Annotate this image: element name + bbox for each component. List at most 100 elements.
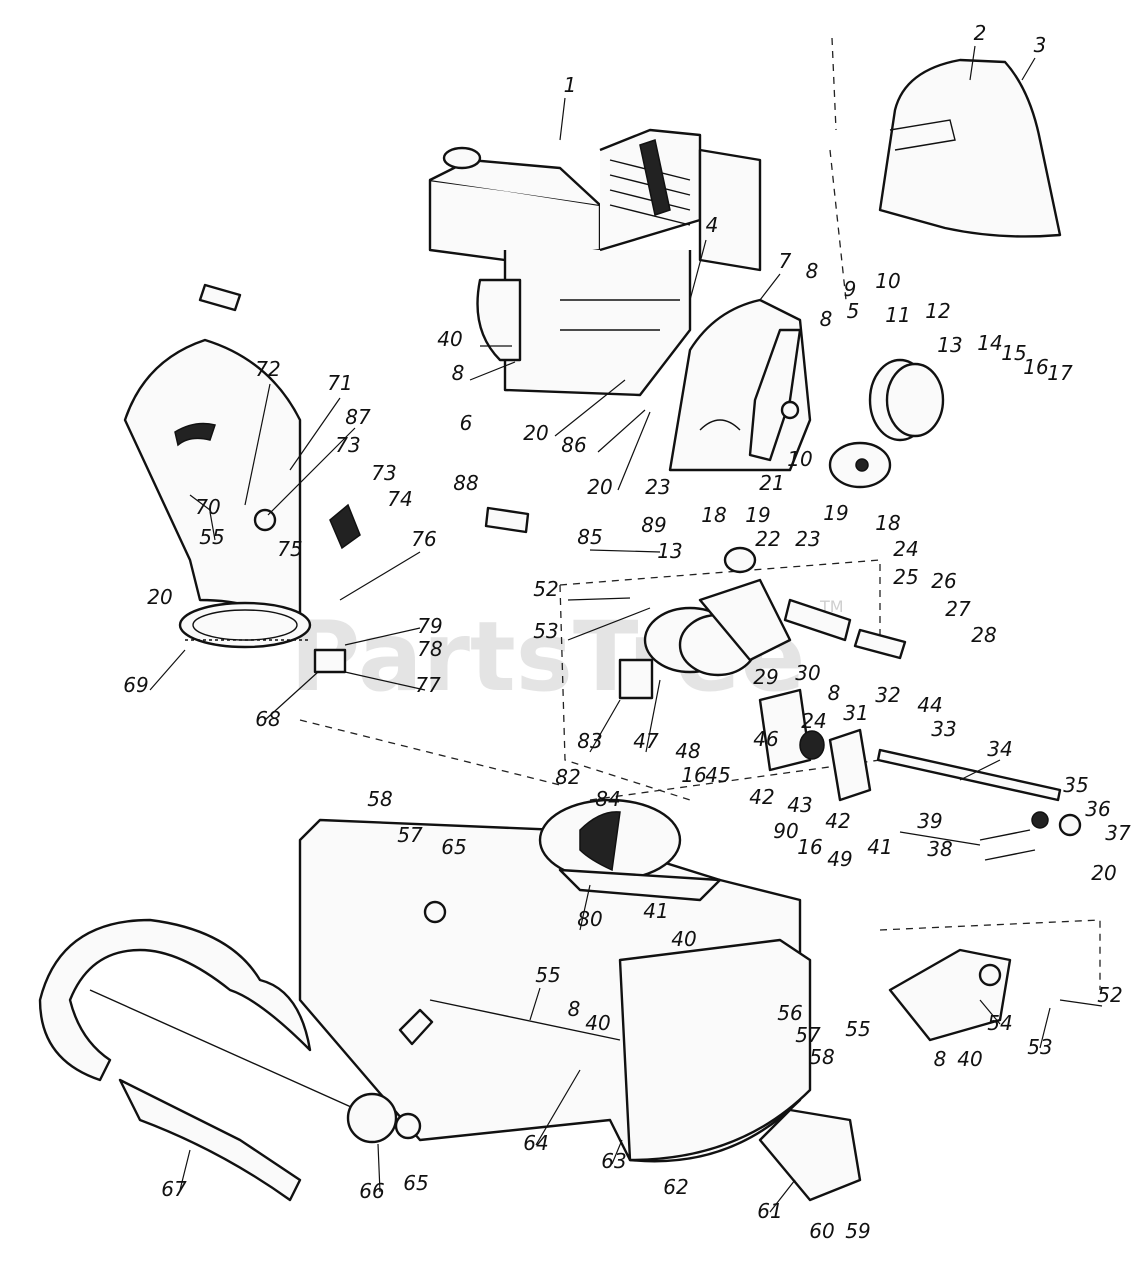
callout-76: 76 — [411, 527, 436, 551]
callout-37: 37 — [1105, 821, 1131, 845]
auger-housing — [298, 798, 812, 1163]
callout-49: 49 — [827, 847, 852, 871]
callout-18: 18 — [875, 511, 900, 535]
callout-8: 8 — [828, 681, 841, 705]
callout-8: 8 — [806, 259, 819, 283]
callout-10: 10 — [875, 269, 900, 293]
callout-86: 86 — [561, 433, 586, 457]
callout-68: 68 — [255, 707, 280, 731]
callout-71: 71 — [327, 371, 352, 395]
callout-59: 59 — [845, 1219, 870, 1243]
callout-30: 30 — [795, 661, 820, 685]
callout-40: 40 — [671, 927, 696, 951]
callout-53: 53 — [1027, 1035, 1052, 1059]
callout-20: 20 — [523, 421, 548, 445]
callout-53: 53 — [533, 619, 558, 643]
callout-8: 8 — [820, 307, 833, 331]
assembly-guide-lines — [299, 37, 1101, 990]
callout-56: 56 — [777, 1001, 802, 1025]
callout-39: 39 — [917, 809, 942, 833]
callout-8: 8 — [452, 361, 465, 385]
callout-2: 2 — [974, 21, 987, 45]
callout-58: 58 — [809, 1045, 834, 1069]
callout-55: 55 — [845, 1017, 870, 1041]
callout-47: 47 — [633, 729, 659, 753]
callout-85: 85 — [577, 525, 602, 549]
callout-26: 26 — [931, 569, 956, 593]
callout-73: 73 — [335, 433, 360, 457]
callout-8: 8 — [568, 997, 581, 1021]
skid-shoe — [758, 1108, 862, 1202]
callout-23: 23 — [795, 527, 820, 551]
callout-83: 83 — [577, 729, 602, 753]
callout-24: 24 — [893, 537, 918, 561]
callout-6: 6 — [460, 411, 473, 435]
callout-82: 82 — [555, 765, 580, 789]
callout-8: 8 — [934, 1047, 947, 1071]
callout-44: 44 — [917, 693, 942, 717]
callout-18: 18 — [701, 503, 726, 527]
callout-20: 20 — [587, 475, 612, 499]
callout-84: 84 — [595, 787, 620, 811]
callout-43: 43 — [787, 793, 812, 817]
callout-58: 58 — [367, 787, 392, 811]
callout-13: 13 — [937, 333, 962, 357]
callout-4: 4 — [706, 213, 719, 237]
callout-34: 34 — [987, 737, 1012, 761]
callout-42: 42 — [749, 785, 774, 809]
callout-40: 40 — [957, 1047, 982, 1071]
callout-22: 22 — [755, 527, 780, 551]
callout-62: 62 — [663, 1175, 688, 1199]
callout-72: 72 — [255, 357, 280, 381]
callout-19: 19 — [745, 503, 770, 527]
callout-33: 33 — [931, 717, 956, 741]
chute-crank-parts — [253, 503, 421, 674]
callout-27: 27 — [945, 597, 971, 621]
callout-54: 54 — [987, 1011, 1012, 1035]
callout-67: 67 — [161, 1177, 187, 1201]
callout-12: 12 — [925, 299, 950, 323]
callout-5: 5 — [847, 299, 860, 323]
callout-24: 24 — [801, 709, 826, 733]
callout-42: 42 — [825, 809, 850, 833]
discharge-chute — [123, 283, 312, 649]
callout-41: 41 — [867, 835, 892, 859]
callout-77: 77 — [415, 673, 441, 697]
callout-17: 17 — [1047, 361, 1073, 385]
callout-25: 25 — [893, 565, 918, 589]
mounting-strap — [484, 506, 530, 534]
callout-65: 65 — [403, 1171, 428, 1195]
callout-16: 16 — [797, 835, 822, 859]
callout-87: 87 — [345, 405, 371, 429]
drive-chain — [979, 829, 1036, 861]
callout-74: 74 — [387, 487, 412, 511]
callout-57: 57 — [397, 823, 423, 847]
callout-1: 1 — [564, 73, 577, 97]
callout-52: 52 — [1097, 983, 1122, 1007]
callout-20: 20 — [1091, 861, 1116, 885]
callout-52: 52 — [533, 577, 558, 601]
callout-46: 46 — [753, 727, 778, 751]
callout-29: 29 — [753, 665, 778, 689]
callout-15: 15 — [1001, 341, 1026, 365]
callout-28: 28 — [971, 623, 996, 647]
callout-80: 80 — [577, 907, 602, 931]
callout-40: 40 — [437, 327, 462, 351]
callout-78: 78 — [417, 637, 442, 661]
callout-40: 40 — [585, 1011, 610, 1035]
callout-64: 64 — [523, 1131, 548, 1155]
callout-75: 75 — [277, 537, 302, 561]
friction-wheel-assembly — [618, 546, 907, 700]
callout-13: 13 — [657, 539, 682, 563]
callout-31: 31 — [843, 701, 868, 725]
callout-88: 88 — [453, 471, 478, 495]
callout-63: 63 — [601, 1149, 626, 1173]
callout-16: 16 — [681, 763, 706, 787]
callout-90: 90 — [773, 819, 798, 843]
callout-23: 23 — [645, 475, 670, 499]
callout-20: 20 — [147, 585, 172, 609]
callout-60: 60 — [809, 1219, 834, 1243]
callout-66: 66 — [359, 1179, 384, 1203]
